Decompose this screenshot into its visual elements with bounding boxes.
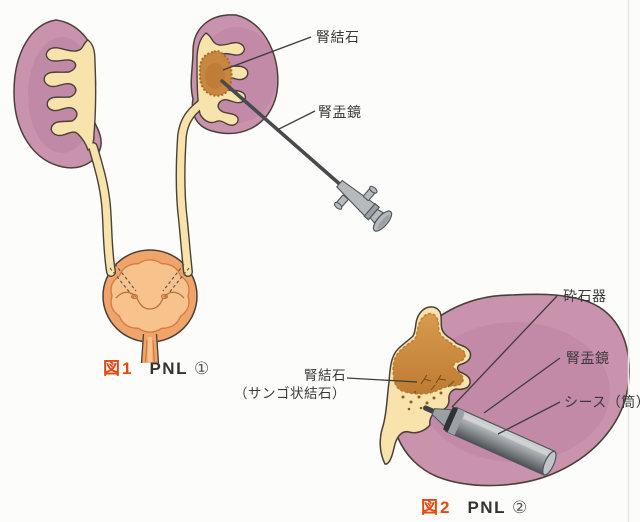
urethra-walls <box>140 333 160 364</box>
intramural-ureter-dashes <box>109 263 190 295</box>
fig2-caption-label: PNL <box>467 498 506 517</box>
fig1-stone-label-line <box>222 36 312 71</box>
stone-debris-dots <box>401 390 443 411</box>
figure1-art <box>13 14 393 364</box>
fig2-stone-label-line <box>346 377 418 383</box>
fig1-stone-label: 腎結石 <box>316 29 360 45</box>
sheath-mouth-lip <box>442 406 459 432</box>
fig2-sheath-label: シース（筒） <box>564 394 640 410</box>
sheath-highlight <box>463 415 549 457</box>
handle-top-port-cap <box>369 185 378 194</box>
fig1-scope-label: 腎盂鏡 <box>318 104 362 120</box>
sheath-end-cap <box>542 450 557 476</box>
fig1-scope-label-line <box>276 110 316 131</box>
eyepiece-lens <box>377 215 390 230</box>
staghorn-stone <box>392 312 466 395</box>
figure2-art <box>346 293 630 487</box>
fig2-stone-label-line1: 腎結石 <box>304 368 346 383</box>
orifice-dot-left <box>132 296 134 298</box>
fig2-caption-number: 図2 <box>421 498 452 517</box>
handle-side-port-cap <box>333 201 343 210</box>
renal-pelvis-left <box>43 39 97 151</box>
stone-crack-lines <box>420 374 455 391</box>
orifice-dot-right <box>165 296 167 298</box>
fig2-sheath-label-line <box>497 401 561 435</box>
fig2-lithotripter-label-line <box>451 295 558 408</box>
eyepiece-neck <box>369 208 385 224</box>
fig2-stone-label: 腎結石 （サンゴ状結石） <box>160 367 346 403</box>
ureter-left <box>89 143 115 276</box>
fig2-caption: 図2 PNL ② <box>421 493 527 518</box>
urethra <box>140 333 160 364</box>
bladder-inner-lining <box>110 259 190 333</box>
nephroscope-handle <box>333 179 393 232</box>
fig2-stone-label-line2: （サンゴ状結石） <box>234 386 346 401</box>
fig2-scope-label: 腎盂鏡 <box>566 350 610 366</box>
trigone-lines <box>115 291 185 310</box>
fig2-scope-label-line <box>483 357 561 414</box>
sheath-mouth-band <box>447 408 466 436</box>
sheath-assembly <box>423 405 557 476</box>
fig2-lithotripter-label: 砕石器 <box>563 288 607 304</box>
fig1-caption-label: PNL <box>149 359 188 378</box>
fig1-caption: 図1 PNL ① <box>103 354 209 379</box>
kidney-stone-fig1-core <box>205 63 225 89</box>
scope-nose-cone <box>431 408 453 428</box>
ureter-right <box>177 100 205 276</box>
urethra-inner-lines <box>144 339 156 363</box>
fig1-caption-circled-number: ① <box>193 359 210 378</box>
nephroscope-shaft <box>220 79 345 189</box>
fig1-caption-number: 図1 <box>103 359 134 378</box>
fig2-caption-circled-number: ② <box>511 498 528 517</box>
